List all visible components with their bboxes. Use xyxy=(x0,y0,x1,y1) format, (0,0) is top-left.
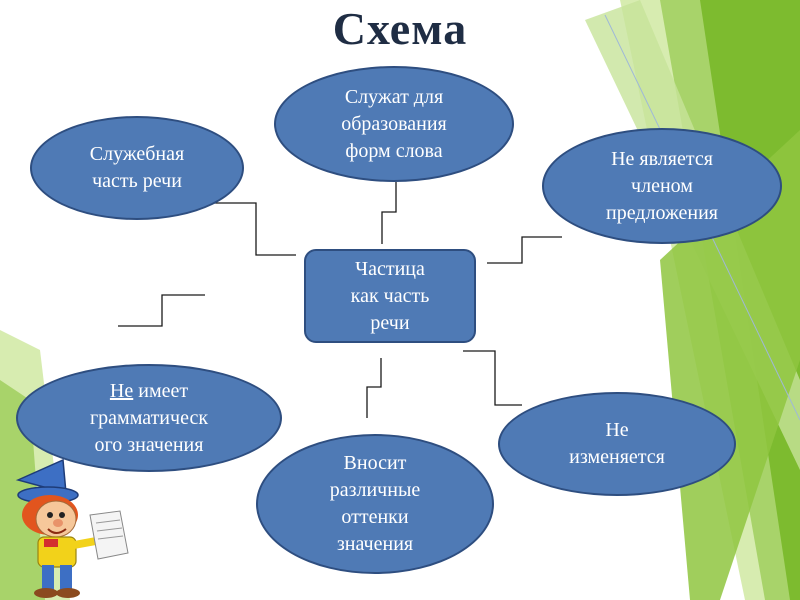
node-line: Не xyxy=(605,419,629,441)
node-line: Не является xyxy=(611,147,713,170)
node-line: Служебная xyxy=(89,143,185,165)
node-line: Не имеет xyxy=(90,378,208,405)
page-title: Схема xyxy=(332,3,468,54)
center-line: как часть xyxy=(350,284,430,307)
cartoon-boy-illustration xyxy=(15,458,129,598)
node-top: Служат для образования форм слова xyxy=(274,66,514,182)
connector-left-top xyxy=(212,202,296,256)
connector-right-bottom xyxy=(463,350,522,406)
node-line: предложения xyxy=(605,201,718,224)
node-line: различные xyxy=(329,479,421,501)
connector-top xyxy=(381,182,397,244)
node-line: изменяется xyxy=(569,446,665,468)
underlined-word: Не xyxy=(109,379,134,402)
connector-right-top xyxy=(487,236,562,264)
node-left-bottom: Не имеет грамматическ ого значения xyxy=(16,364,282,472)
node-right-bottom: Не изменяется xyxy=(498,392,736,496)
node-left-top: Служебная часть речи xyxy=(30,116,244,220)
node-line: значения xyxy=(336,533,414,555)
center-node: Частица как часть речи xyxy=(304,249,476,343)
center-line: Частица xyxy=(355,257,425,280)
node-line: ого значения xyxy=(94,433,204,456)
node-line: образования xyxy=(341,112,447,135)
connector-bottom xyxy=(366,358,382,418)
node-line: форм слова xyxy=(345,139,443,162)
node-line: Вносит xyxy=(343,452,407,474)
node-line: оттенки xyxy=(341,506,409,528)
connector-left-mid xyxy=(118,294,205,327)
node-line: часть речи xyxy=(92,170,182,192)
node-right-top: Не является членом предложения xyxy=(542,128,782,244)
node-line: Служат для xyxy=(344,85,444,108)
node-bottom: Вносит различные оттенки значения xyxy=(256,434,494,574)
node-line-rest: имеет xyxy=(133,379,189,402)
node-line: членом xyxy=(631,174,693,197)
node-line: грамматическ xyxy=(89,406,209,429)
center-line: речи xyxy=(370,311,410,334)
